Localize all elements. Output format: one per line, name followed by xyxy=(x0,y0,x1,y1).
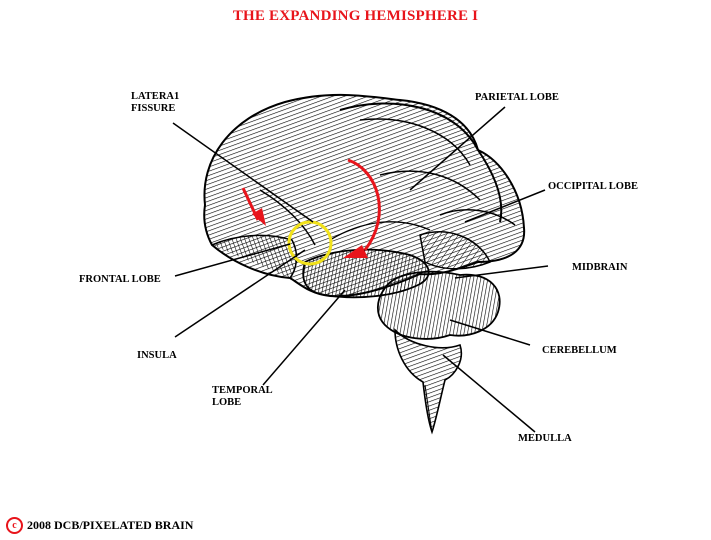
leader-lines xyxy=(172,106,549,433)
label-temporal-lobe-line2: LOBE xyxy=(212,397,242,408)
label-cerebellum: CEREBELLUM xyxy=(542,345,617,356)
expansion-arrows xyxy=(241,158,381,258)
copyright-icon: c xyxy=(6,517,23,534)
temporal-rotation-arrow xyxy=(347,158,381,251)
label-occipital-lobe: OCCIPITAL LOBE xyxy=(548,181,638,192)
label-lateral-fissure: LATERA1 FISSURE xyxy=(131,91,179,115)
label-temporal-lobe-line1: TEMPORAL xyxy=(212,385,273,396)
label-frontal-lobe: FRONTAL LOBE xyxy=(79,274,161,285)
label-insula: INSULA xyxy=(137,350,177,361)
label-parietal-lobe: PARIETAL LOBE xyxy=(475,92,559,103)
label-temporal-lobe: TEMPORAL LOBE xyxy=(212,385,273,409)
label-lateral-fissure-line2: FISSURE xyxy=(131,103,176,114)
copyright-text: 2008 DCB/PIXELATED BRAIN xyxy=(27,518,194,532)
label-lateral-fissure-line1: LATERA1 xyxy=(131,91,180,102)
diagram-title: THE EXPANDING HEMISPHERE I xyxy=(232,8,479,24)
insula-highlight-circle xyxy=(287,220,333,266)
label-midbrain: MIDBRAIN xyxy=(572,262,628,273)
copyright-footer: c 2008 DCB/PIXELATED BRAIN xyxy=(6,517,193,534)
label-medulla: MEDULLA xyxy=(518,433,572,444)
